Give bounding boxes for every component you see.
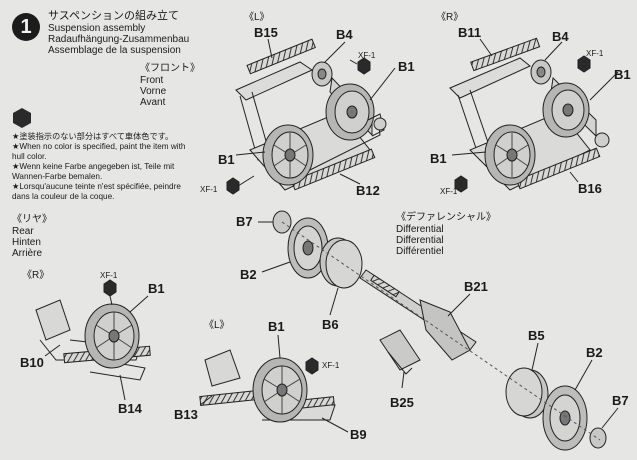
rear-heading-fr: Arrière xyxy=(12,248,43,259)
paint-note-en-2: hull color. xyxy=(12,152,47,161)
differential-heading-de: Differential xyxy=(396,235,444,246)
paint-code-front-left-upper: XF-1 xyxy=(358,51,376,60)
rear-heading-en: Rear xyxy=(12,226,34,237)
step-title-fr: Assemblage de la suspension xyxy=(48,45,181,56)
part-label-b1-front-left: B1 xyxy=(218,152,235,167)
part-label-b10: B10 xyxy=(20,355,44,370)
rear-heading-jp: 《リヤ》 xyxy=(12,214,52,225)
step-title-de: Radaufhängung-Zusammenbau xyxy=(48,34,190,45)
part-label-b1-front-left-rear: B1 xyxy=(398,59,415,74)
part-label-b6: B6 xyxy=(322,317,339,332)
paint-note-jp: ★塗装指示のない部分はすべて車体色です。 xyxy=(12,132,174,141)
part-label-b12: B12 xyxy=(356,183,380,198)
front-heading-jp: 《フロント》 xyxy=(140,63,200,74)
step-number-badge: 1 xyxy=(12,13,40,41)
part-label-b2-left: B2 xyxy=(240,267,257,282)
part-label-b7-left: B7 xyxy=(236,214,253,229)
front-heading-fr: Avant xyxy=(140,97,166,108)
part-label-b15: B15 xyxy=(254,25,278,40)
differential-heading-jp: 《デファレンシャル》 xyxy=(396,212,496,223)
paint-note-fr-2: dans la couleur de la coque. xyxy=(12,192,115,201)
part-label-b1-rear-right: B1 xyxy=(148,281,165,296)
paint-code-rear-right: XF-1 xyxy=(100,271,118,280)
rear-left-marker: 《L》 xyxy=(204,320,230,331)
paint-note-en-1: ★When no color is specified, paint the i… xyxy=(12,142,186,151)
hull-color-swatch-icon xyxy=(12,108,32,128)
part-label-b9: B9 xyxy=(350,427,367,442)
front-right-marker: 《R》 xyxy=(436,12,464,23)
paint-note-de-2: Wannen-Farbe bemalen. xyxy=(12,172,103,181)
part-label-b25: B25 xyxy=(390,395,414,410)
step-title-jp: サスペンションの組み立て xyxy=(48,10,180,22)
paint-note-de-1: ★Wenn keine Farbe angegeben ist, Teile m… xyxy=(12,162,175,171)
rear-left-assembly xyxy=(199,334,349,433)
part-label-b14: B14 xyxy=(118,401,142,416)
front-left-marker: 《L》 xyxy=(244,12,270,23)
step-title-en: Suspension assembly xyxy=(48,23,146,34)
part-label-b1-front-right: B1 xyxy=(430,151,447,166)
rear-heading-de: Hinten xyxy=(12,237,41,248)
front-right-assembly xyxy=(449,37,619,193)
front-heading-en: Front xyxy=(140,75,164,86)
part-label-b7-right: B7 xyxy=(612,393,629,408)
part-label-b11: B11 xyxy=(458,25,482,40)
part-label-b16: B16 xyxy=(578,181,602,196)
paint-code-front-left-lower: XF-1 xyxy=(200,185,218,194)
part-label-b13: B13 xyxy=(174,407,198,422)
paint-code-front-right-lower: XF-1 xyxy=(440,187,458,196)
rear-right-assembly xyxy=(35,279,151,401)
paint-note-fr-1: ★Lorsqu'aucune teinte n'est spécifiée, p… xyxy=(12,182,181,191)
differential-heading-en: Differential xyxy=(396,224,444,235)
part-label-b1-front-right-rear: B1 xyxy=(614,67,631,82)
paint-code-front-right-upper: XF-1 xyxy=(586,49,604,58)
differential-heading-fr: Différentiel xyxy=(396,246,444,257)
part-label-b4-left: B4 xyxy=(336,27,353,42)
front-heading-de: Vorne xyxy=(140,86,167,97)
part-label-b4-right: B4 xyxy=(552,29,569,44)
front-left-assembly xyxy=(226,38,396,195)
part-label-b21: B21 xyxy=(464,279,488,294)
differential-assembly xyxy=(258,210,619,451)
part-label-b5: B5 xyxy=(528,328,545,343)
rear-right-marker: 《R》 xyxy=(22,270,50,281)
paint-code-rear-left: XF-1 xyxy=(322,361,340,370)
part-label-b1-rear-left: B1 xyxy=(268,319,285,334)
part-label-b2-right: B2 xyxy=(586,345,603,360)
